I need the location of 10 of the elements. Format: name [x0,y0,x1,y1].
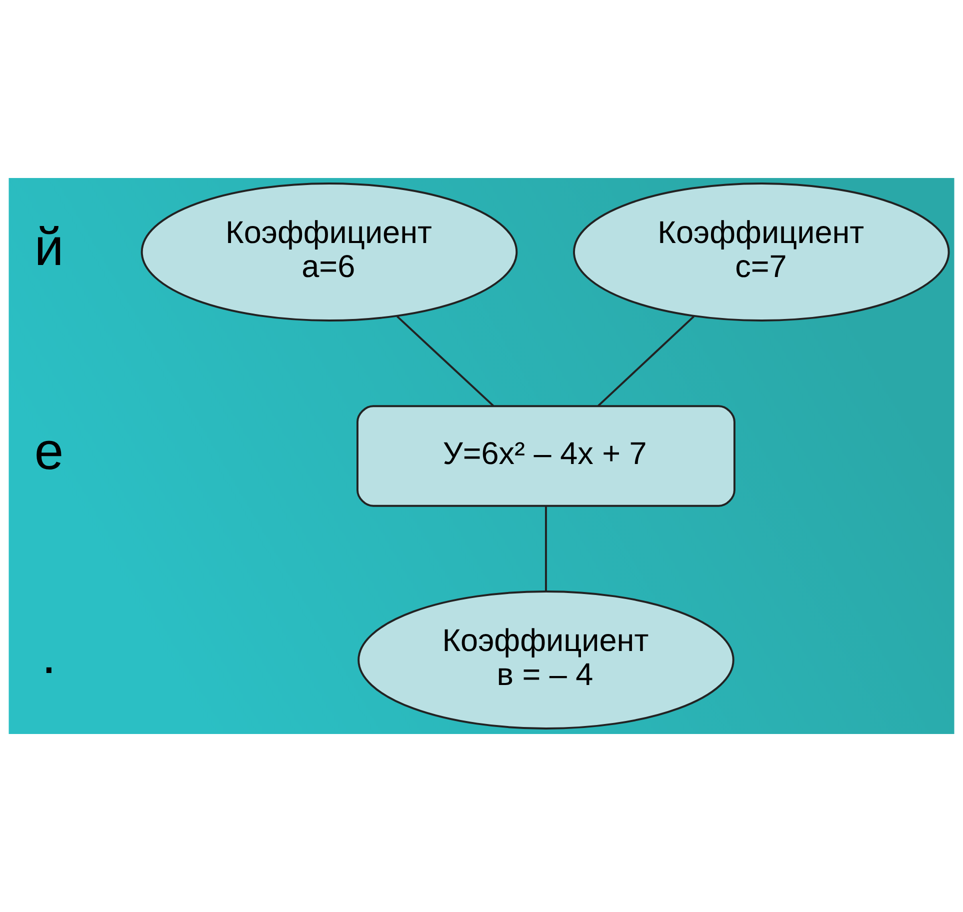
label: е [34,422,64,482]
node-ellipse: Коэффициент в = – 4 [358,590,734,730]
connector [396,316,494,407]
label: й [34,218,64,278]
node-box: У=6x² – 4x + 7 [356,405,736,507]
label: . [42,626,56,686]
connector [544,506,547,591]
connector [598,316,694,407]
node-ellipse: Коэффициент c=7 [573,182,950,322]
node-ellipse: Коэффициент a=6 [140,182,518,322]
